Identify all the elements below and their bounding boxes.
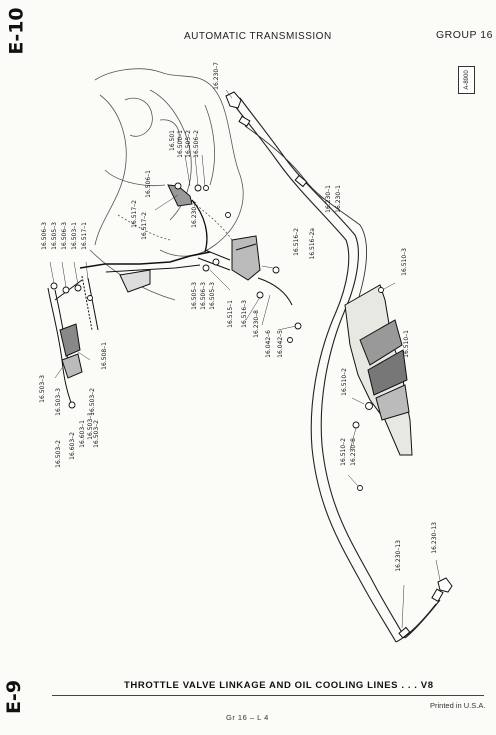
page-code-bottom: E-9 [3, 679, 26, 715]
part-label: 16.516–2 [293, 228, 300, 256]
part-label: 16.503–1 [71, 222, 78, 250]
lower-fitting-nut-b [431, 588, 444, 603]
printed-in-usa: Printed in U.S.A. [430, 701, 486, 710]
part-label: 16.506–3 [41, 222, 48, 250]
throttle-linkage [47, 184, 293, 406]
line-bracket [344, 284, 413, 456]
part-label: 16.510–2 [340, 438, 347, 466]
part-label: 16.510–3 [401, 248, 408, 276]
part-label: 16.230–1 [335, 185, 342, 213]
part-label: 16.517–2 [141, 212, 148, 240]
part-label: 16.517–1 [81, 222, 88, 250]
part-label: 16.503–2 [55, 440, 62, 468]
part-label: 16.506–3 [61, 222, 68, 250]
part-label: 16.500–1 [177, 130, 184, 158]
part-label: 16.230–7 [191, 200, 198, 228]
part-label: 16.603–2 [69, 432, 76, 460]
part-label: 16.230–13 [395, 540, 402, 572]
line-fittings [225, 91, 453, 639]
leader-lines [49, 89, 441, 629]
part-label: 16.516–3 [241, 300, 248, 328]
upper-fitting-nut [238, 115, 251, 127]
part-label: 16.230–1 [325, 185, 332, 213]
part-label: 16.503–2 [93, 420, 100, 448]
part-label: 16.515–1 [227, 300, 234, 328]
part-label: 16.510–2 [341, 368, 348, 396]
oil-cooling-lines [231, 97, 441, 643]
part-label: 16.042–5 [277, 330, 284, 358]
figure-number-badge: A-8900 [458, 66, 475, 94]
part-label: 16.505–3 [51, 222, 58, 250]
figure-caption: THROTTLE VALVE LINKAGE AND OIL COOLING L… [124, 680, 434, 691]
header-group: GROUP 16 [436, 29, 493, 41]
part-label: 16.230–8 [350, 438, 357, 466]
upper-elbow-fitting [225, 91, 242, 109]
part-label: 16.503–3 [55, 388, 62, 416]
lower-fitting-nut-a [398, 626, 411, 639]
part-label: 16.506–2 [193, 130, 200, 158]
part-label: 16.508–1 [101, 342, 108, 370]
part-label: 16.503–2 [89, 388, 96, 416]
mid-fitting-nut [294, 174, 308, 188]
part-label: 16.505–3 [209, 282, 216, 310]
small-hardware [50, 182, 384, 491]
part-label: 16.230–13 [431, 522, 438, 554]
part-label: 16.505–2 [185, 130, 192, 158]
part-label: 16.506–1 [145, 170, 152, 198]
part-label: 16.230–7 [213, 62, 220, 90]
part-label: 16.230–8 [253, 310, 260, 338]
page-number: Gr 16 – L 4 [226, 713, 269, 722]
part-label: 16.516–2a [309, 228, 316, 260]
footer-rule [52, 695, 484, 696]
part-label: 16.503–3 [39, 375, 46, 403]
part-label: 16.506–3 [200, 282, 207, 310]
part-label: 16.042–6 [265, 330, 272, 358]
part-label: 16.501 [169, 130, 176, 151]
part-label: 16.510–1 [403, 330, 410, 358]
header-title: AUTOMATIC TRANSMISSION [184, 31, 332, 42]
part-label: 16.517–2 [131, 200, 138, 228]
part-label: 16.603–1 [79, 420, 86, 448]
part-label: 16.505–3 [191, 282, 198, 310]
transmission-housing [89, 68, 244, 301]
part-label: 16.503–1 [87, 412, 94, 440]
lower-elbow-fitting [437, 577, 453, 593]
